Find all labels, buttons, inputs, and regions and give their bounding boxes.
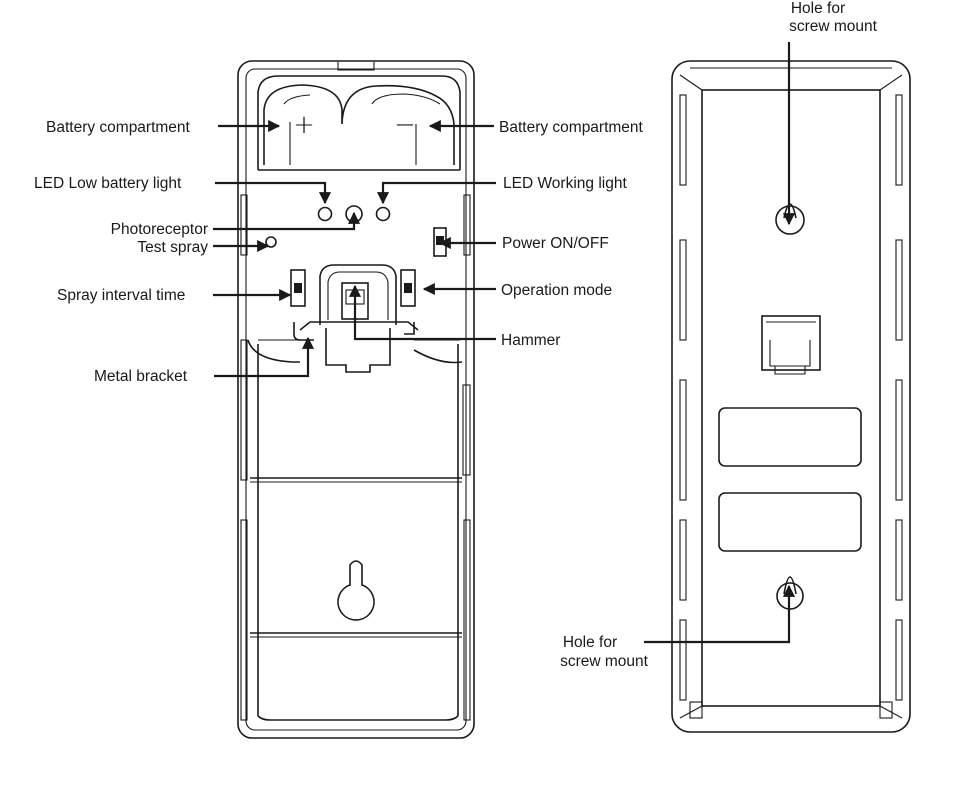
label-test-spray: Test spray (137, 239, 208, 256)
side-rib (462, 384, 471, 476)
back-window-detail (766, 321, 816, 375)
label-slot-2 (718, 492, 862, 552)
back-housing-inner (701, 89, 881, 707)
back-view (671, 60, 911, 733)
bottom-notch (879, 701, 893, 719)
label-spray-interval: Spray interval time (57, 287, 185, 304)
leader-photoreceptor (213, 211, 361, 231)
battery-minus-symbol: − (394, 110, 416, 140)
label-hole-bottom-line1: Hole for (563, 634, 617, 651)
back-window (761, 315, 821, 371)
label-slot-1 (718, 407, 862, 467)
side-rib (463, 519, 471, 721)
label-photoreceptor: Photoreceptor (111, 221, 208, 238)
front-housing-inner (245, 68, 467, 731)
battery-right-shine (371, 93, 441, 105)
hammer-base (299, 321, 419, 373)
side-rib (240, 339, 248, 481)
corner-chamfers (679, 74, 903, 719)
leader-led-working (376, 181, 496, 205)
hammer-housing (319, 264, 397, 325)
battery-left (263, 84, 455, 165)
front-view: + − (237, 60, 475, 739)
label-led-low: LED Low battery light (34, 175, 182, 192)
side-rib (240, 519, 248, 721)
battery-compartment-frame (257, 75, 461, 170)
top-clip (337, 62, 375, 71)
label-led-working: LED Working light (503, 175, 627, 192)
label-operation-mode: Operation mode (501, 282, 612, 299)
battery-plus-symbol: + (293, 110, 315, 140)
label-metal-bracket: Metal bracket (94, 368, 188, 385)
label-battery-right: Battery compartment (499, 119, 644, 136)
leader-hole-bottom (644, 584, 796, 644)
labels: Battery compartment Battery compartment … (34, 0, 878, 670)
led-working (375, 206, 391, 222)
led-low-battery (317, 206, 333, 222)
label-hole-top-line2: screw mount (789, 18, 878, 35)
keyhole-front (337, 560, 375, 621)
front-housing-outer (237, 60, 475, 739)
side-ribs-left (679, 94, 687, 701)
spray-interval-switch-knob (294, 283, 302, 293)
mechanism-shelf (247, 339, 463, 364)
callout-leaders (213, 42, 796, 644)
operation-mode-switch-knob (404, 283, 412, 293)
side-rib (463, 194, 471, 256)
bottom-notch (689, 701, 703, 719)
back-housing-outer (671, 60, 911, 733)
label-battery-left: Battery compartment (46, 119, 191, 136)
side-rib (240, 194, 248, 256)
label-power: Power ON/OFF (502, 235, 609, 252)
label-hole-top-line1: Hole for (791, 0, 845, 17)
bottom-lip (257, 715, 459, 721)
leader-metal-bracket (214, 336, 315, 378)
leader-hammer (348, 284, 496, 341)
hammer-housing-inner (327, 271, 389, 320)
leader-led-low (215, 181, 332, 205)
battery-left-shine (283, 94, 311, 105)
side-ribs-right (895, 94, 903, 701)
label-hole-bottom-line2: screw mount (560, 653, 649, 670)
label-hammer: Hammer (501, 332, 560, 349)
